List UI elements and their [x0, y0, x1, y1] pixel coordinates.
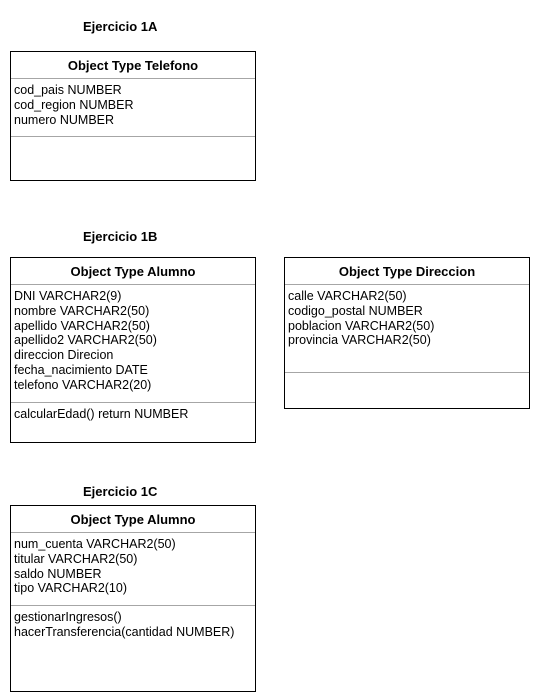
attribute: num_cuenta VARCHAR2(50) — [14, 537, 176, 551]
class-title: Object Type Alumno — [11, 258, 255, 285]
attribute: apellido2 VARCHAR2(50) — [14, 333, 157, 348]
class-box-telefono: Object Type Telefono cod_pais NUMBER cod… — [10, 51, 256, 181]
attributes-section: calle VARCHAR2(50) codigo_postal NUMBER … — [285, 285, 529, 373]
class-title: Object Type Direccion — [285, 258, 529, 285]
method: hacerTransferencia(cantidad NUMBER) — [14, 624, 235, 639]
attribute: saldo NUMBER — [14, 566, 102, 581]
attribute: DNI VARCHAR2(9) — [14, 289, 122, 303]
class-title: Object Type Telefono — [11, 52, 255, 79]
attribute: calle VARCHAR2(50) — [288, 289, 407, 303]
attribute: fecha_nacimiento DATE — [14, 362, 148, 377]
attribute: codigo_postal NUMBER — [288, 303, 423, 318]
attribute: tipo VARCHAR2(10) — [14, 581, 128, 596]
attribute: nombre VARCHAR2(50) — [14, 303, 150, 318]
attribute: provincia VARCHAR2(50) — [288, 333, 431, 348]
class-box-alumno: Object Type Alumno DNI VARCHAR2(9) nombr… — [10, 257, 256, 443]
attribute: poblacion VARCHAR2(50) — [288, 318, 435, 333]
methods-section — [285, 373, 529, 377]
class-box-direccion: Object Type Direccion calle VARCHAR2(50)… — [284, 257, 530, 409]
attribute: direccion Direcion — [14, 348, 114, 363]
attribute: apellido VARCHAR2(50) — [14, 318, 150, 333]
heading-ejercicio-1c: Ejercicio 1C — [83, 484, 158, 499]
method: calcularEdad() return NUMBER — [14, 407, 189, 421]
attributes-section: num_cuenta VARCHAR2(50) titular VARCHAR2… — [11, 533, 255, 606]
attribute: titular VARCHAR2(50) — [14, 551, 138, 566]
method: gestionarIngresos() — [14, 610, 122, 624]
methods-section: calcularEdad() return NUMBER — [11, 403, 255, 422]
attributes-section: DNI VARCHAR2(9) nombre VARCHAR2(50) apel… — [11, 285, 255, 403]
methods-section — [11, 137, 255, 141]
attribute: telefono VARCHAR2(20) — [14, 377, 152, 392]
heading-ejercicio-1a: Ejercicio 1A — [83, 19, 158, 34]
attribute: cod_pais NUMBER — [14, 83, 122, 97]
attribute: cod_region NUMBER — [14, 97, 134, 112]
attributes-section: cod_pais NUMBER cod_region NUMBER numero… — [11, 79, 255, 137]
attribute: numero NUMBER — [14, 112, 115, 127]
heading-ejercicio-1b: Ejercicio 1B — [83, 229, 158, 244]
methods-section: gestionarIngresos() hacerTransferencia(c… — [11, 606, 255, 640]
class-title: Object Type Alumno — [11, 506, 255, 533]
class-box-alumno-cuenta: Object Type Alumno num_cuenta VARCHAR2(5… — [10, 505, 256, 692]
